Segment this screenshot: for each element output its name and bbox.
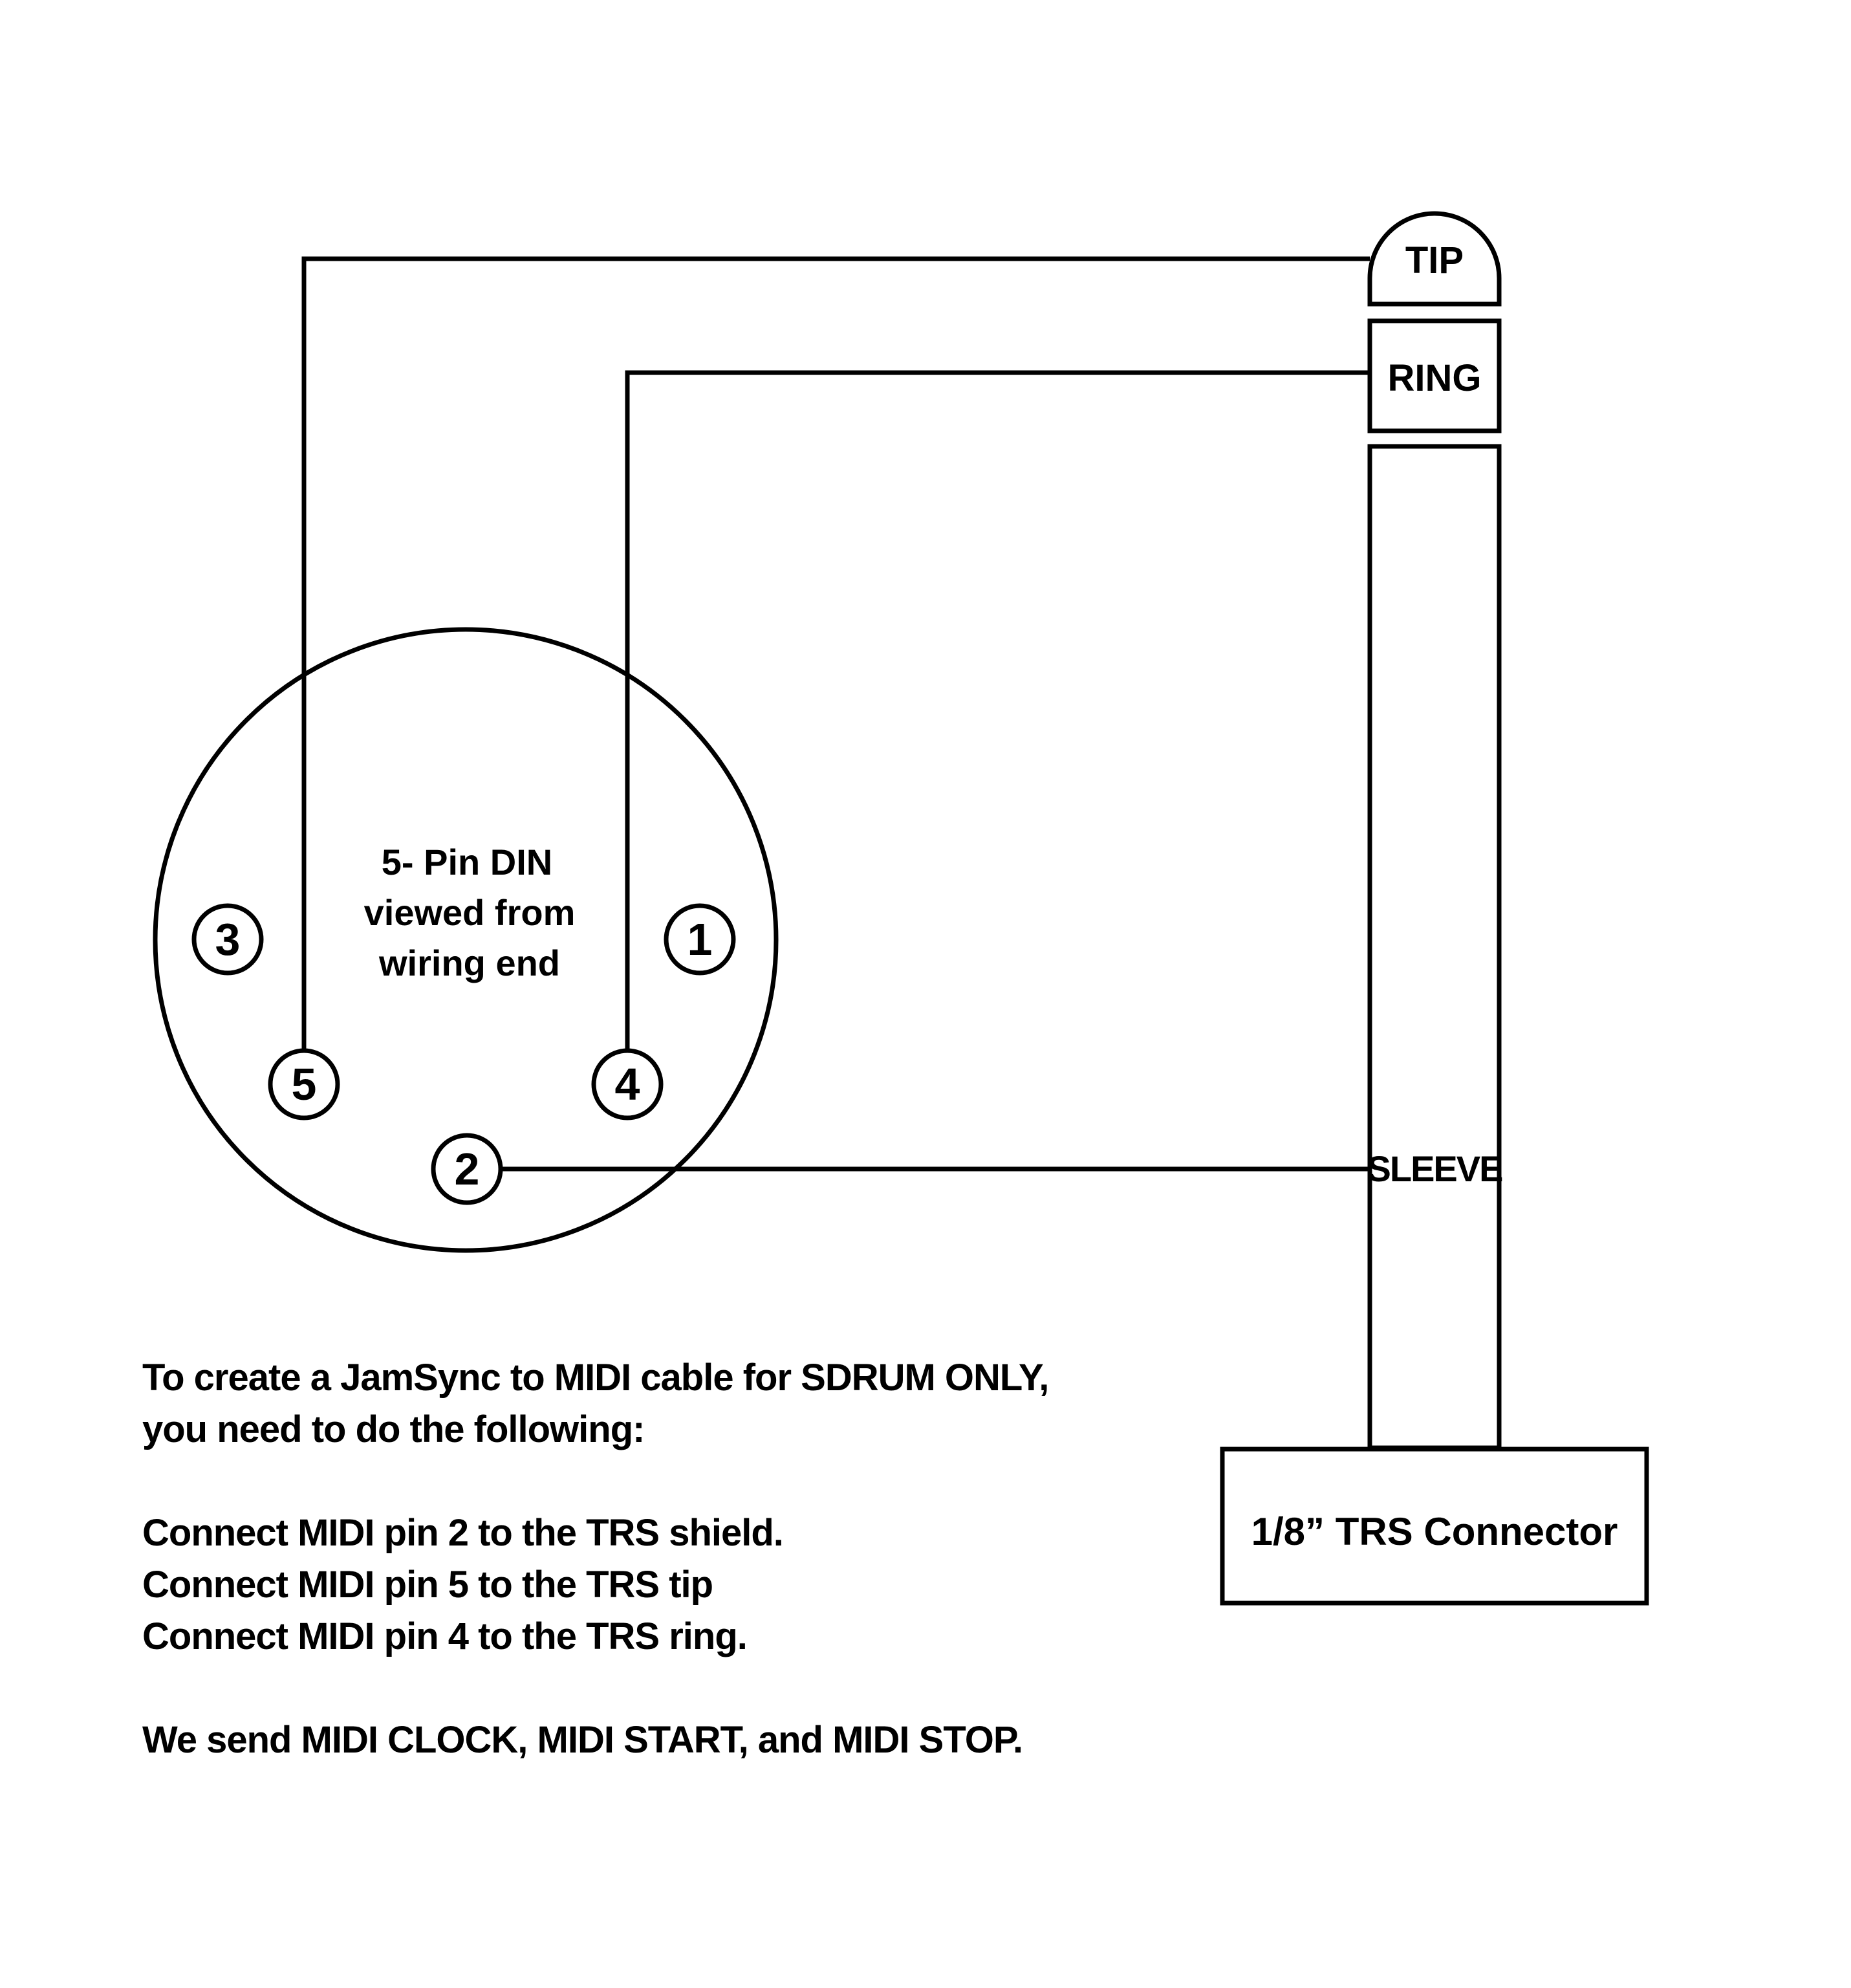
instructions-step-3: Connect MIDI pin 4 to the TRS ring. <box>142 1615 748 1657</box>
instructions-block: To create a JamSync to MIDI cable for SD… <box>142 1352 1242 1766</box>
din-connector-outline <box>153 627 779 1253</box>
trs-sleeve-label: SLEEVE <box>1367 1148 1503 1189</box>
instructions-intro-line-2: you need to do the following: <box>142 1408 645 1450</box>
din-pin-1-label: 1 <box>687 914 713 965</box>
din-pin-4-label: 4 <box>615 1059 640 1109</box>
din-pin-2: 2 <box>431 1133 503 1205</box>
din-pin-3-label: 3 <box>215 914 241 965</box>
wire-pin4-to-ring <box>625 370 1370 1050</box>
instructions-intro-line-1: To create a JamSync to MIDI cable for SD… <box>142 1357 1049 1399</box>
din-caption-line-3: wiring end <box>378 943 560 983</box>
din-pin-2-label: 2 <box>455 1144 480 1194</box>
din-caption-line-2: viewed from <box>364 892 576 933</box>
din-pin-5-label: 5 <box>292 1059 317 1109</box>
din-caption-line-1: 5- Pin DIN <box>382 842 552 882</box>
din-pin-3: 3 <box>191 903 264 976</box>
instructions-spacer-1 <box>142 1456 1242 1507</box>
trs-connector-label: 1/8” TRS Connector <box>1251 1510 1618 1553</box>
trs-connector-body <box>1220 1447 1649 1606</box>
instructions-footer: We send MIDI CLOCK, MIDI START, and MIDI… <box>142 1719 1023 1761</box>
din-pin-1: 1 <box>664 903 736 976</box>
wire-pin5-to-tip <box>301 256 1370 1050</box>
din-pin-4: 4 <box>591 1048 664 1120</box>
din-pin-5: 5 <box>268 1048 340 1120</box>
instructions-step-1: Connect MIDI pin 2 to the TRS shield. <box>142 1512 784 1554</box>
trs-ring-label: RING <box>1388 357 1482 399</box>
trs-tip-segment <box>1367 211 1502 307</box>
instructions-spacer-2 <box>142 1663 1242 1714</box>
trs-ring-segment <box>1367 318 1502 433</box>
trs-tip-label: TIP <box>1405 239 1464 281</box>
instructions-step-2: Connect MIDI pin 5 to the TRS tip <box>142 1564 713 1606</box>
trs-sleeve-segment <box>1367 444 1502 1450</box>
